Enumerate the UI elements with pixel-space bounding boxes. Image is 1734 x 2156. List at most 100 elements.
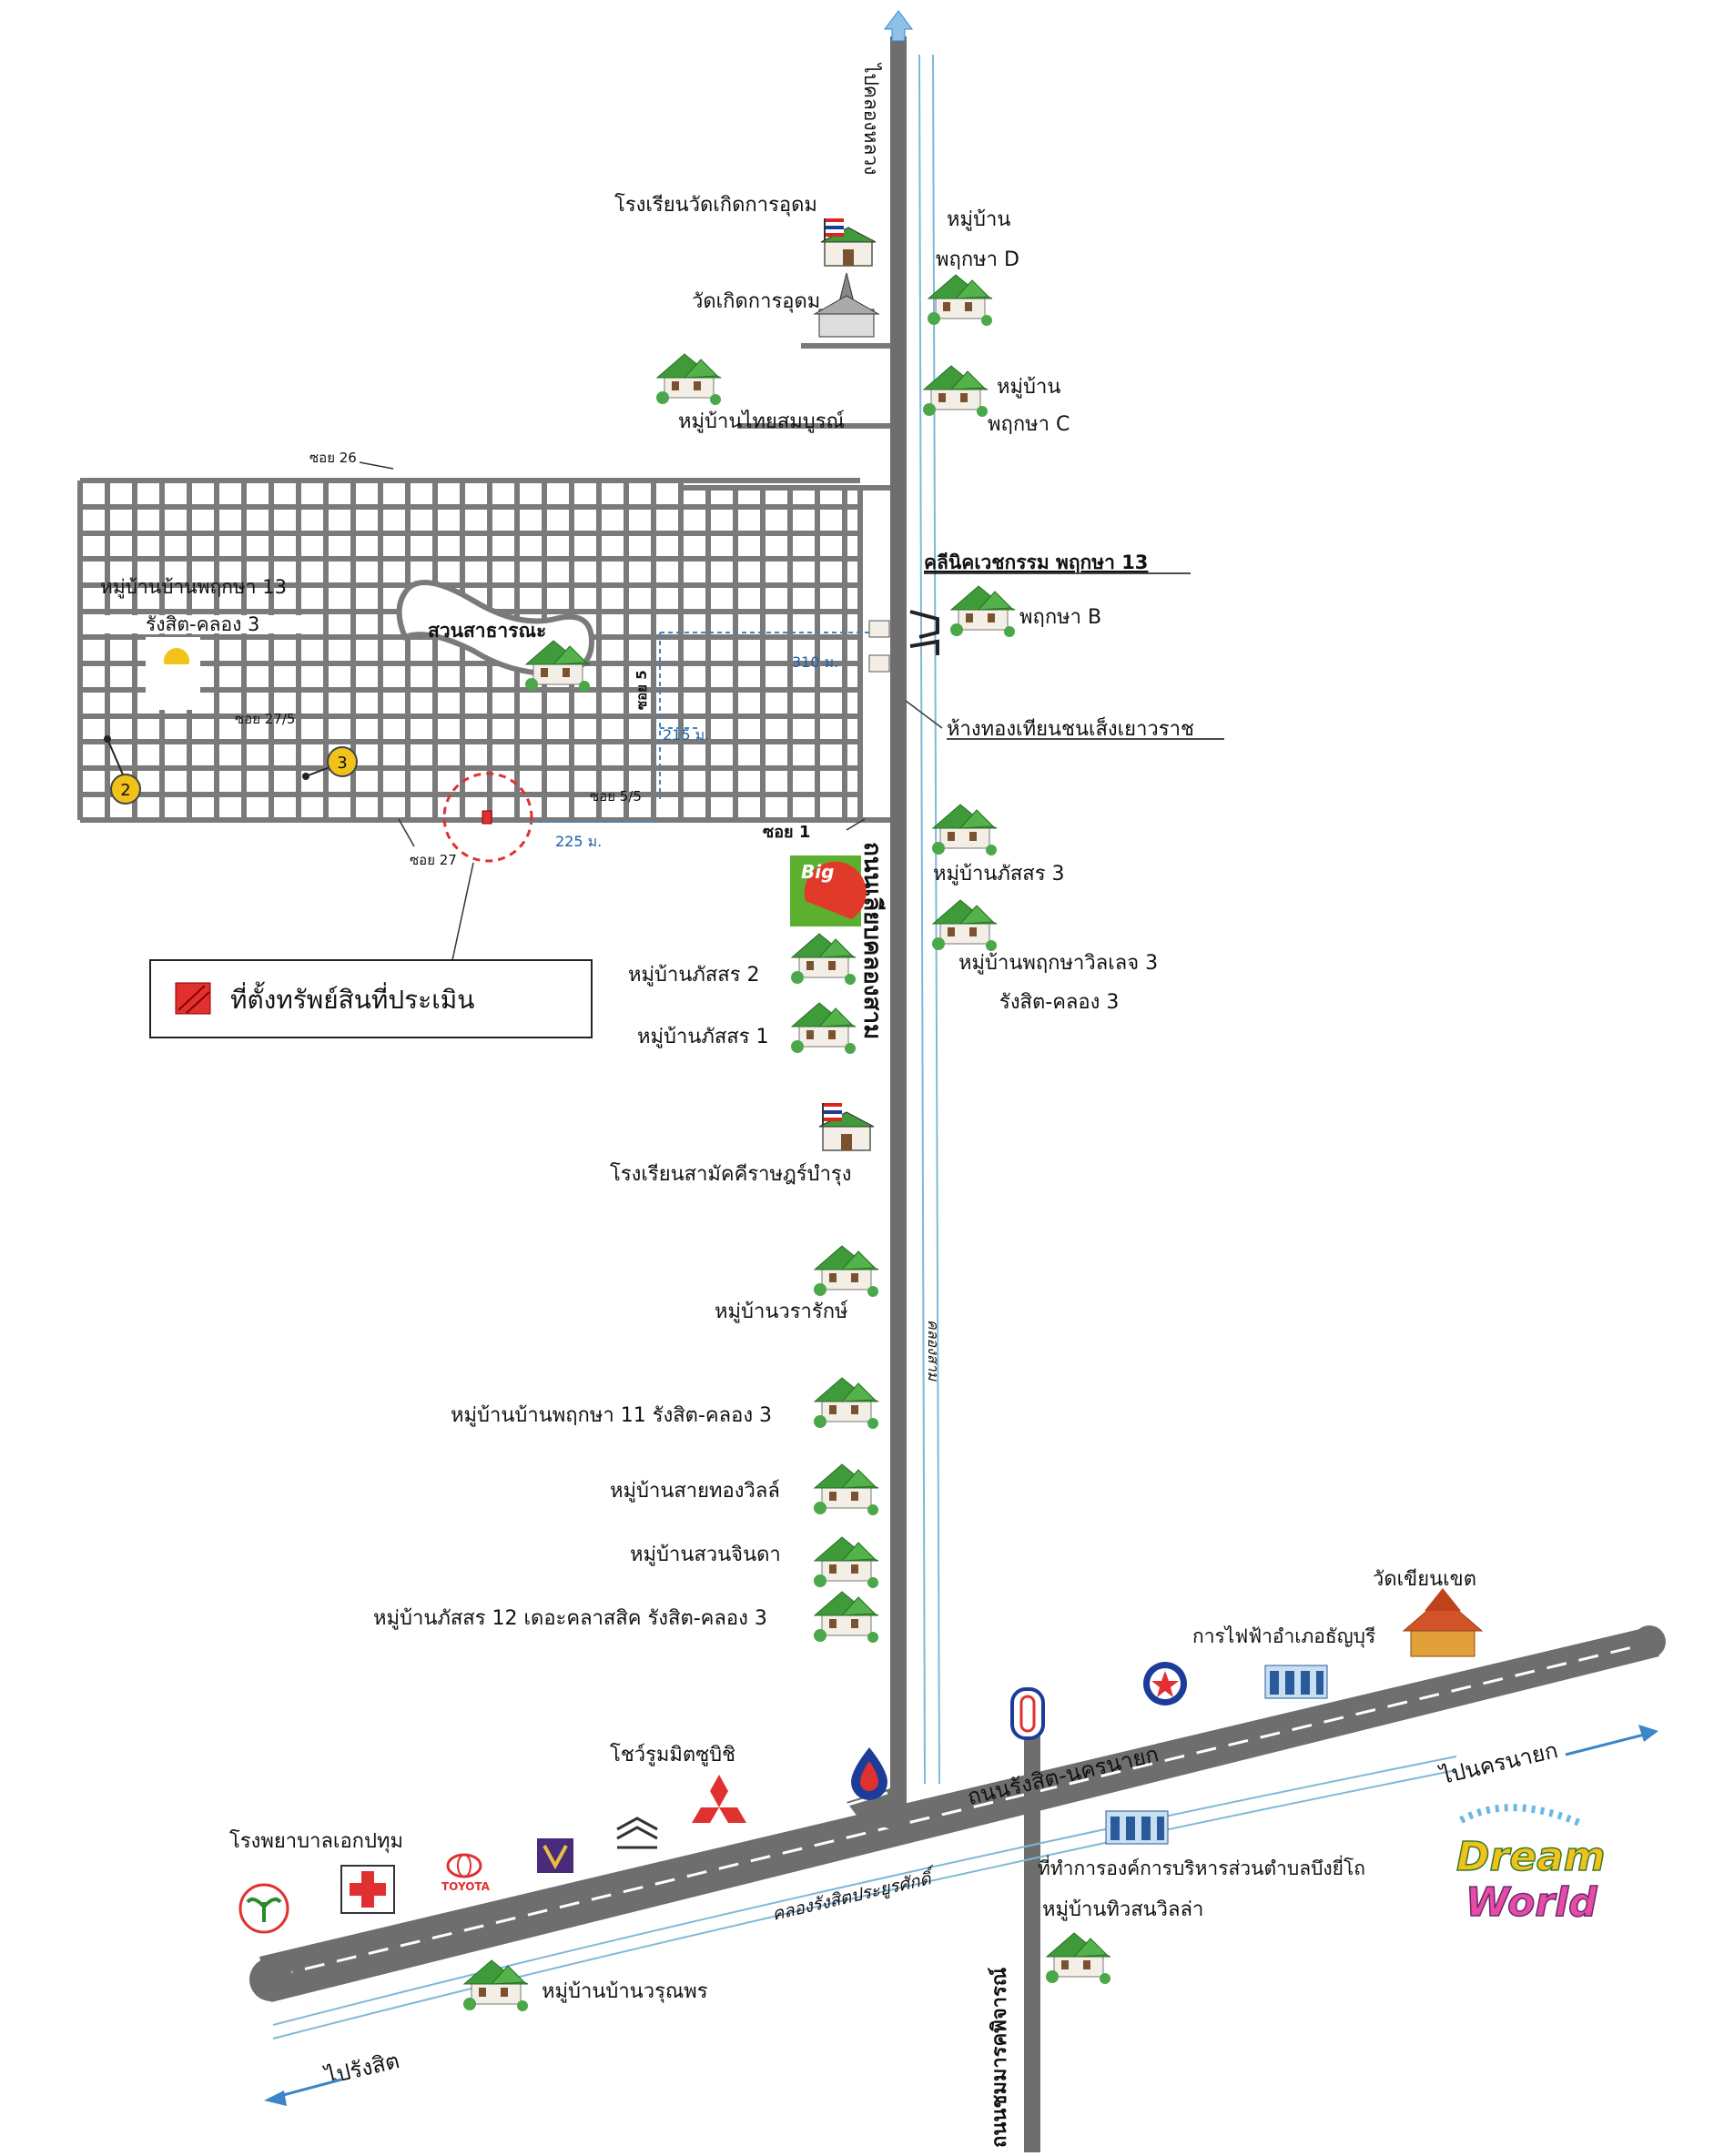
comparable-marker-2: 2 [104, 735, 141, 805]
suanjinda-house-icon [813, 1536, 879, 1589]
phatsorn12-house-icon [813, 1591, 879, 1644]
pruksa13-label-2: รังสิต-คลอง 3 [146, 613, 259, 635]
svg-text:Big: Big [801, 861, 834, 883]
samakkhi-school-label: โรงเรียนสามัคคีราษฎร์บำรุง [610, 1162, 852, 1186]
pruksa-b-house-icon [949, 585, 1016, 638]
wat-khian-khet-icon [1402, 1588, 1484, 1657]
clinic-icon [868, 610, 939, 673]
main-road-label: ถนนเลียบคลองสาม [858, 842, 886, 1039]
bueng-yitho-building-icon [1105, 1810, 1169, 1845]
suanjinda-label: หมู่บ้านสวนจินดา [630, 1544, 781, 1566]
legend: ที่ตั้งทรัพย์สินที่ประเมิน [149, 959, 593, 1038]
distance-310: 310 ม. [792, 653, 838, 671]
pruksa-village3-label-2: รังสิต-คลอง 3 [999, 991, 1119, 1014]
phatsorn2-house-icon [790, 933, 857, 986]
distance-225: 225 ม. [555, 833, 602, 850]
hospital-cross-icon [340, 1865, 395, 1914]
to-nakhonnayok-label: ไปนครนายก [1436, 1737, 1560, 1789]
saithong-label: หมู่บ้านสายทองวิลล์ [610, 1480, 780, 1503]
chomaram-road-label: ถนนชมมารคพิจารณ์ [988, 1968, 1011, 2148]
distance-215: 215 ม. [663, 726, 709, 744]
distance-lines [530, 632, 874, 823]
school-wat-label: โรงเรียนวัดเกิดการอุดม [614, 193, 817, 217]
svg-text:World: World [1465, 1879, 1597, 1926]
phatsorn3-label: หมู่บ้านภัสสร 3 [933, 863, 1065, 886]
tiwson-label: หมู่บ้านทิวสนวิลล่า [1042, 1898, 1203, 1921]
to-rangsit-label: ไปรังสิต [321, 2048, 401, 2090]
public-park-label: สวนสาธารณะ [428, 620, 546, 642]
wat-khian-khet-label: วัดเขียนเขต [1373, 1568, 1476, 1591]
canal-vertical [918, 54, 926, 1785]
pruksa-d-label-1: หมู่บ้าน [947, 208, 1010, 231]
phatsorn1-label: หมู่บ้านภัสสร 1 [637, 1026, 769, 1048]
mitsubishi-label: โชว์รูมมิตซูบิชิ [610, 1743, 735, 1766]
soi-27-5-label: ซอย 27/5 [235, 711, 295, 727]
canal-horizontal-label: คลองรังสิตประยูรศักดิ์ [769, 1864, 938, 1925]
pruksa13-label-1: หมู่บ้านบ้านพฤกษา 13 [100, 576, 287, 599]
svg-text:Dream: Dream [1456, 1834, 1606, 1880]
soi-27-label: ซอย 27 [410, 852, 457, 868]
phatsorn12-label: หมู่บ้านภัสสร 12 เดอะคลาสสิค รังสิต-คลอง… [373, 1607, 767, 1630]
big-c-logo: Big [790, 855, 867, 926]
thai-somboon-label: หมู่บ้านไทยสมบูรณ์ [678, 410, 845, 433]
legend-label: ที่ตั้งทรัพย์สินที่ประเมิน [230, 981, 474, 1015]
pruksa11-house-icon [813, 1377, 879, 1430]
pruksa-d-label-2: พฤกษา D [936, 248, 1019, 271]
soi-26-label: ซอย 26 [309, 450, 357, 466]
chomaram-road [1024, 1734, 1040, 2152]
pea-label: การไฟฟ้าอำเภอธัญบุรี [1192, 1625, 1375, 1648]
kasikorn-logo [238, 1883, 289, 1934]
svg-text:TOYOTA: TOYOTA [441, 1880, 491, 1893]
soi-5-label: ซอย 5 [634, 670, 650, 710]
comparable-marker-3: 3 [302, 746, 358, 780]
bueng-yitho-label: ที่ทำการองค์การบริหารส่วนตำบลบึงยี่โถ [1038, 1855, 1365, 1879]
grid-gap [84, 615, 307, 633]
phatsorn2-label: หมู่บ้านภัสสร 2 [628, 964, 760, 987]
wat-label: วัดเกิดการอุดม [692, 290, 820, 313]
clinic-label: คลีนิคเวชกรรม พฤกษา 13 [924, 552, 1148, 573]
scg-logo [616, 1817, 658, 1849]
tiwson-house-icon [1045, 1932, 1111, 1985]
school-icon [820, 218, 877, 267]
toyota-logo: TOYOTA [441, 1853, 491, 1893]
west-arrow-icon [264, 2090, 287, 2106]
saithong-house-icon [813, 1463, 879, 1516]
warunporn-label: หมู่บ้านบ้านวรุณพร [542, 1980, 708, 2003]
pruksa-c-label-2: พฤกษา C [988, 413, 1070, 436]
svg-text:3: 3 [337, 754, 347, 773]
wararak-house-icon [813, 1245, 879, 1298]
pruksa-d-house-icon [927, 274, 993, 327]
ptt-logo [851, 1747, 887, 1800]
thai-somboon-house-icon [655, 353, 722, 406]
pruksa-village3-label-1: หมู่บ้านพฤกษาวิลเลจ 3 [958, 952, 1158, 975]
wararak-label: หมู่บ้านวรารักษ์ [715, 1301, 848, 1323]
soi-1-label: ซอย 1 [763, 823, 810, 842]
canal-vertical-label: คลองสาม [925, 1320, 942, 1382]
warunporn-house-icon [462, 1959, 529, 2012]
pruksa-b-label: พฤกษา B [1019, 606, 1101, 629]
pruksa-village3-house-icon [931, 899, 998, 952]
grid-gap [146, 664, 200, 710]
subject-property-marker [442, 772, 533, 961]
svg-text:2: 2 [120, 781, 130, 800]
samakkhi-school-icon [818, 1102, 875, 1151]
hospital-label: โรงพยาบาลเอกปทุม [229, 1829, 403, 1853]
north-arrow-icon [884, 10, 913, 42]
phatsorn3-house-icon [931, 804, 998, 856]
pea-building-icon [1264, 1665, 1328, 1699]
pruksa11-label: หมู่บ้านบ้านพฤกษา 11 รังสิต-คลอง 3 [451, 1404, 772, 1427]
bangchak-logo [1010, 1687, 1045, 1740]
main-vertical-road [890, 36, 907, 1834]
canal-horizontal [272, 1756, 1457, 2026]
gold-shop-label: ห้างทองเทียนชนเส็งเยาวราช [947, 715, 1194, 741]
east-arrow-icon [1638, 1725, 1658, 1742]
mitsubishi-logo [692, 1775, 746, 1823]
pruksa-c-house-icon [922, 365, 989, 418]
soi-5-5-label: ซอย 5/5 [590, 788, 642, 805]
dream-world-logo: Dream World [1455, 1804, 1606, 1927]
scb-logo [537, 1838, 573, 1873]
rangsit-nakhonnayok-highway [259, 1627, 1659, 2002]
phatsorn1-house-icon [790, 1002, 857, 1055]
pruksa-c-label-1: หมู่บ้าน [997, 376, 1060, 399]
